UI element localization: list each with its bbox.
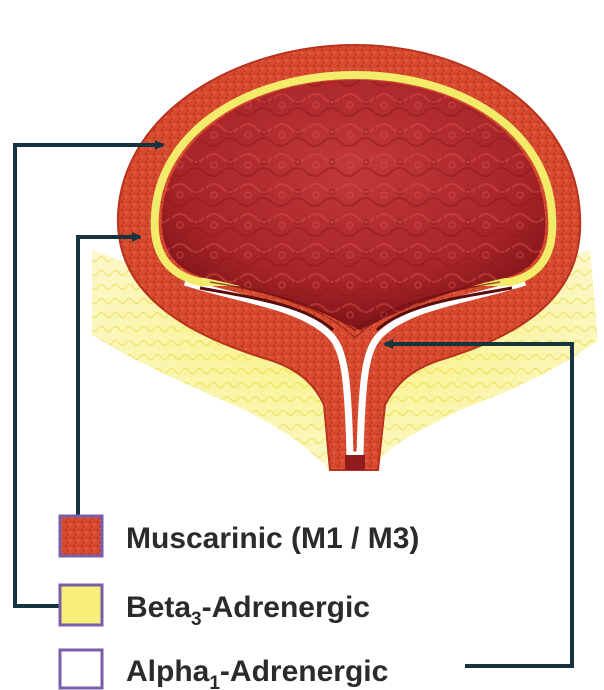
muscarinic-label: Muscarinic (M1 / M3) [126, 522, 419, 555]
beta3-label: Beta3-Adrenergic [126, 591, 370, 630]
alpha1-swatch [60, 650, 102, 688]
beta3-swatch [60, 585, 102, 625]
alpha1-label: Alpha1-Adrenergic [126, 655, 388, 690]
legend: Muscarinic (M1 / M3) Beta3-Adrenergic Al… [60, 516, 419, 690]
muscarinic-swatch [60, 516, 102, 556]
